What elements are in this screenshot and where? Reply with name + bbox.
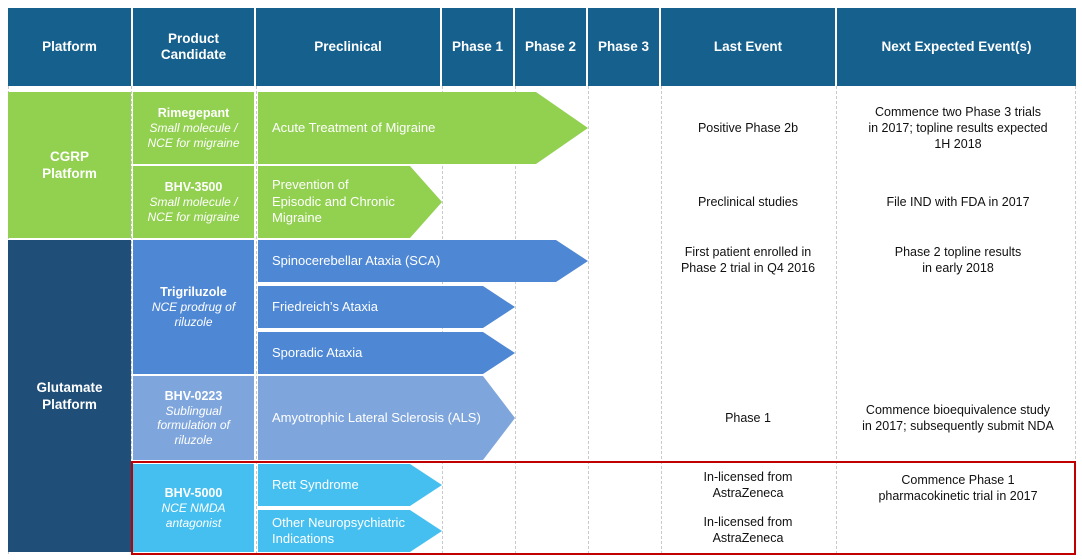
indication-rett-syndrome-label: Rett Syndrome	[272, 476, 359, 492]
platform-glutamate-label: Glutamate Platform	[36, 380, 103, 412]
header-last-event: Last Event	[661, 8, 835, 86]
last-event-bhv-5000-rett-text: In-licensed from AstraZeneca	[703, 470, 793, 500]
candidate-bhv-3500-description: Small molecule / NCE for migraine	[147, 195, 240, 224]
next-event-trigriluzole-text: Phase 2 topline results in early 2018	[894, 245, 1022, 275]
header-phase-3-label: Phase 3	[597, 39, 650, 54]
header-phase-3: Phase 3	[588, 8, 659, 86]
candidate-bhv-0223-description: Sublingual formulation of riluzole	[157, 403, 230, 447]
last-event-bhv-5000-other-text: In-licensed from AstraZeneca	[703, 515, 793, 545]
header-platform-label: Platform	[42, 39, 97, 54]
indication-other-neuropsychiatric: Other Neuropsychiatric Indications	[258, 510, 442, 552]
candidate-bhv-0223: BHV-0223 Sublingual formulation of riluz…	[133, 376, 254, 460]
candidate-trigriluzole-description: NCE prodrug of riluzole	[151, 300, 236, 329]
last-event-bhv-3500: Preclinical studies	[663, 166, 833, 238]
candidate-bhv-5000-name: BHV-5000	[164, 486, 223, 500]
last-event-bhv-5000-other: In-licensed from AstraZeneca	[663, 508, 833, 552]
last-event-bhv-0223-text: Phase 1	[725, 411, 771, 425]
next-event-rimegepant-text: Commence two Phase 3 trials in 2017; top…	[868, 105, 1048, 151]
candidate-bhv-5000: BHV-5000 NCE NMDA antagonist	[133, 464, 254, 552]
next-event-trigriluzole: Phase 2 topline results in early 2018	[840, 240, 1076, 288]
header-preclinical-label: Preclinical	[314, 39, 382, 54]
candidate-trigriluzole-name: Trigriluzole	[160, 285, 227, 299]
last-event-bhv-3500-text: Preclinical studies	[697, 195, 799, 209]
next-event-bhv-5000: Commence Phase 1 pharmacokinetic trial i…	[840, 464, 1076, 512]
indication-sporadic-ataxia-label: Sporadic Ataxia	[272, 344, 363, 360]
header-last-event-label: Last Event	[713, 39, 783, 54]
gridline-platform-end	[131, 86, 132, 554]
gridline-phase-1-end	[515, 86, 516, 554]
candidate-bhv-0223-name: BHV-0223	[164, 388, 223, 403]
indication-acute-treatment-of-migraine: Acute Treatment of Migraine	[258, 92, 588, 164]
candidate-bhv-3500-name: BHV-3500	[164, 180, 223, 194]
indication-spinocerebellar-ataxia-label: Spinocerebellar Ataxia (SCA)	[272, 252, 441, 268]
indication-amyotrophic-lateral-sclerosis-label: Amyotrophic Lateral Sclerosis (ALS)	[272, 409, 481, 425]
indication-acute-treatment-of-migraine-label: Acute Treatment of Migraine	[272, 119, 436, 135]
indication-spinocerebellar-ataxia: Spinocerebellar Ataxia (SCA)	[258, 240, 588, 282]
header-phase-2-label: Phase 2	[524, 39, 577, 54]
header-phase-1: Phase 1	[442, 8, 513, 86]
header-product-candidate-label: Product Candidate	[160, 31, 227, 62]
candidate-bhv-5000-description: NCE NMDA antagonist	[161, 501, 226, 530]
candidate-rimegepant: Rimegepant Small molecule / NCE for migr…	[133, 92, 254, 164]
candidate-rimegepant-name: Rimegepant	[157, 106, 230, 120]
indication-rett-syndrome: Rett Syndrome	[258, 464, 442, 506]
header-next-expected-event: Next Expected Event(s)	[837, 8, 1076, 86]
gridline-right-edge	[1075, 86, 1076, 554]
indication-amyotrophic-lateral-sclerosis: Amyotrophic Lateral Sclerosis (ALS)	[258, 376, 515, 460]
last-event-bhv-0223: Phase 1	[663, 376, 833, 460]
next-event-bhv-5000-text: Commence Phase 1 pharmacokinetic trial i…	[878, 473, 1038, 503]
header-platform: Platform	[8, 8, 131, 86]
last-event-trigriluzole-text: First patient enrolled in Phase 2 trial …	[680, 245, 816, 275]
header-phase-1-label: Phase 1	[451, 39, 504, 54]
gridline-last-event-end	[836, 86, 837, 554]
gridline-phase-3-end	[661, 86, 662, 554]
gridline-phase-2-end	[588, 86, 589, 554]
candidate-trigriluzole: Trigriluzole NCE prodrug of riluzole	[133, 240, 254, 374]
next-event-bhv-0223: Commence bioequivalence study in 2017; s…	[840, 376, 1076, 460]
last-event-bhv-5000-rett: In-licensed from AstraZeneca	[663, 464, 833, 506]
last-event-rimegepant-text: Positive Phase 2b	[697, 121, 799, 135]
indication-friedreichs-ataxia-label: Friedreich’s Ataxia	[272, 298, 378, 314]
header-preclinical: Preclinical	[256, 8, 440, 86]
next-event-rimegepant: Commence two Phase 3 trials in 2017; top…	[840, 92, 1076, 164]
platform-glutamate: Glutamate Platform	[8, 240, 131, 552]
indication-prevention-episodic-chronic-migraine: Prevention of Episodic and Chronic Migra…	[258, 166, 442, 238]
header-phase-2: Phase 2	[515, 8, 586, 86]
last-event-trigriluzole: First patient enrolled in Phase 2 trial …	[663, 240, 833, 288]
header-product-candidate: Product Candidate	[133, 8, 254, 86]
candidate-bhv-3500: BHV-3500 Small molecule / NCE for migrai…	[133, 166, 254, 238]
indication-prevention-episodic-chronic-migraine-label: Prevention of Episodic and Chronic Migra…	[272, 177, 395, 226]
platform-cgrp: CGRP Platform	[8, 92, 131, 238]
next-event-bhv-0223-text: Commence bioequivalence study in 2017; s…	[862, 403, 1054, 433]
platform-cgrp-label: CGRP Platform	[42, 149, 97, 181]
candidate-rimegepant-description: Small molecule / NCE for migraine	[147, 121, 240, 150]
header-next-expected-event-label: Next Expected Event(s)	[881, 39, 1032, 54]
next-event-bhv-3500-text: File IND with FDA in 2017	[886, 195, 1030, 209]
last-event-rimegepant: Positive Phase 2b	[663, 92, 833, 164]
indication-friedreichs-ataxia: Friedreich’s Ataxia	[258, 286, 515, 328]
indication-other-neuropsychiatric-label: Other Neuropsychiatric Indications	[272, 514, 405, 547]
next-event-bhv-3500: File IND with FDA in 2017	[840, 166, 1076, 238]
gridline-candidate-end	[256, 86, 257, 554]
indication-sporadic-ataxia: Sporadic Ataxia	[258, 332, 515, 374]
